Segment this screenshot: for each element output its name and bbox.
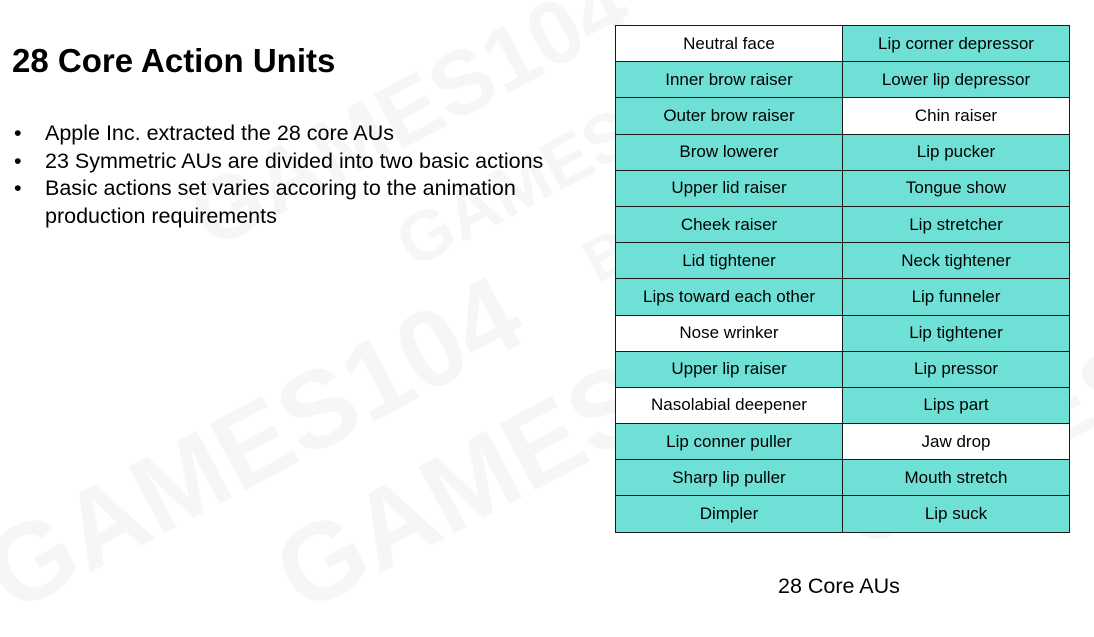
bullet-dot: • [14, 176, 22, 200]
table-cell: Cheek raiser [615, 205, 843, 244]
table-cell: Lip suck [842, 495, 1070, 533]
bullet-list: • Apple Inc. extracted the 28 core AUs •… [14, 120, 574, 230]
table-cell: Lip pucker [842, 133, 1070, 171]
watermark-games104: GAMES104 [0, 250, 542, 637]
table-cell: Jaw drop [842, 423, 1070, 461]
table-cell: Neck tightener [842, 242, 1070, 280]
bullet-text: Basic actions set varies accoring to the… [45, 176, 516, 228]
table-cell: Lip funneler [842, 278, 1070, 316]
table-cell: Chin raiser [842, 97, 1070, 135]
table-cell: Inner brow raiser [615, 61, 843, 99]
table-cell: Upper lid raiser [615, 169, 843, 207]
table-cell: Lower lip depressor [842, 61, 1070, 99]
table-caption: 28 Core AUs [778, 574, 900, 598]
table-cell: Neutral face [615, 24, 843, 63]
table-cell: Dimpler [615, 495, 843, 533]
bullet-item: • 23 Symmetric AUs are divided into two … [14, 148, 574, 176]
bullet-dot: • [14, 121, 22, 145]
bullet-text: Apple Inc. extracted the 28 core AUs [45, 121, 394, 145]
table-cell: Brow lowerer [615, 133, 843, 171]
table-cell: Lip corner depressor [842, 24, 1070, 63]
slide-title: 28 Core Action Units [12, 42, 336, 79]
table-cell: Lips part [842, 386, 1070, 425]
table-cell: Mouth stretch [842, 459, 1070, 497]
table-cell: Nose wrinker [615, 314, 843, 352]
table-cell: Lip pressor [842, 350, 1070, 388]
table-cell: Tongue show [842, 169, 1070, 207]
table-cell: Lips toward each other [615, 278, 843, 316]
table-cell: Sharp lip puller [615, 459, 843, 497]
table-cell: Outer brow raiser [615, 97, 843, 135]
table-cell: Nasolabial deepener [615, 386, 843, 425]
table-cell: Lip stretcher [842, 205, 1070, 244]
bullet-dot: • [14, 148, 22, 173]
bullet-item: • Basic actions set varies accoring to t… [14, 175, 574, 230]
table-cell: Lid tightener [615, 242, 843, 280]
bullet-text: 23 Symmetric AUs are divided into two ba… [45, 148, 544, 173]
table-cell: Lip tightener [842, 314, 1070, 352]
table-cell: Upper lip raiser [615, 350, 843, 388]
bullet-item: • Apple Inc. extracted the 28 core AUs [14, 120, 574, 148]
table-cell: Lip conner puller [615, 423, 843, 461]
